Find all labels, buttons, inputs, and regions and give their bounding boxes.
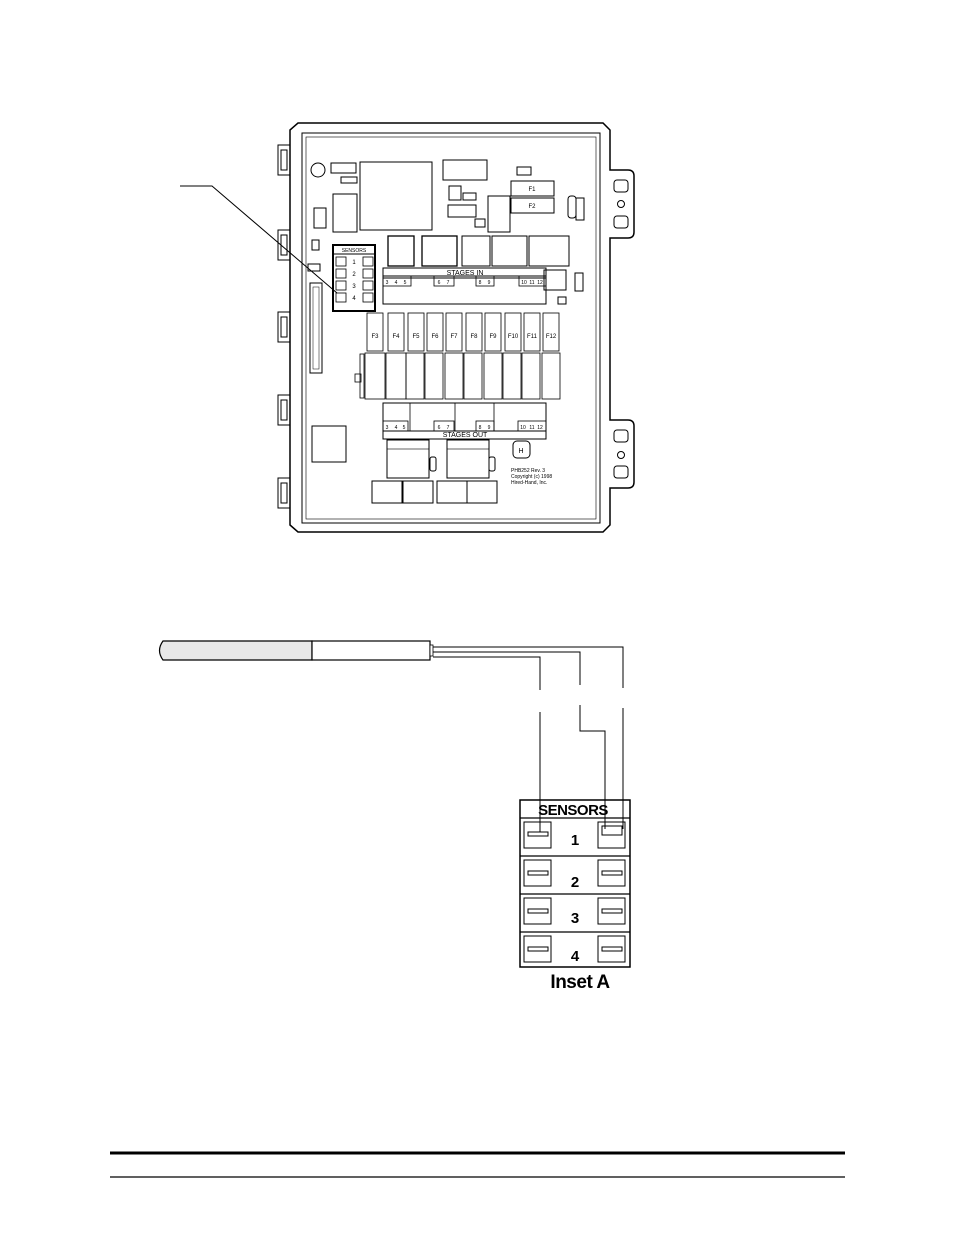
board-labels: SENSORS 1 2 3 4 STAGES IN STAGES OUT F1 …: [342, 187, 557, 486]
fuse-label: F12: [546, 334, 557, 340]
sensor-wires: [433, 646, 624, 832]
copyright-line: PHB252 Rev. 3: [511, 468, 545, 474]
inset-sensors-block: [519, 799, 631, 968]
stage-in-terminal: 8: [479, 280, 482, 286]
probe-tip: [158, 640, 313, 661]
terminal-screw: [597, 897, 626, 925]
terminal-screw: [597, 821, 626, 849]
copyright-line: Hired-Hand, Inc.: [511, 480, 547, 486]
inset-caption: Inset A: [550, 972, 610, 993]
board-sensor-number: 2: [352, 272, 356, 278]
fuse-label: F10: [508, 334, 519, 340]
fuse-label: F4: [392, 334, 400, 340]
board-sensors-block: [332, 244, 376, 312]
stage-out-terminal: 3: [386, 425, 389, 431]
enclosure-outline: [289, 122, 635, 533]
stage-in-terminal: 6: [438, 280, 441, 286]
stage-in-terminal: 5: [404, 280, 407, 286]
stage-out-terminal: 10: [520, 425, 526, 431]
fuse-label: F7: [450, 334, 458, 340]
stage-in-terminal: 4: [395, 280, 398, 286]
stage-out-terminal: 4: [395, 425, 398, 431]
logo-mark: H: [518, 448, 523, 455]
stage-in-terminal: 12: [537, 280, 543, 286]
stages-out-label: STAGES OUT: [443, 432, 488, 439]
copyright-line: Copyright (c) 1998: [511, 474, 552, 480]
fuse-label: F6: [431, 334, 439, 340]
terminal-screw: [597, 859, 626, 887]
terminal-screw: [523, 935, 552, 963]
fuse-label-top: F2: [528, 204, 536, 210]
stage-out-terminal: 9: [488, 425, 491, 431]
stage-in-terminal: 11: [529, 280, 534, 286]
stage-in-terminal: 10: [521, 280, 527, 286]
stage-out-terminal: 8: [479, 425, 482, 431]
stages-in-label: STAGES IN: [447, 270, 484, 277]
stage-out-terminal: 5: [403, 425, 406, 431]
terminal-screw: [523, 897, 552, 925]
relays: [354, 352, 561, 400]
stage-out-terminal: 6: [438, 425, 441, 431]
board-sensors-header: SENSORS: [342, 248, 367, 254]
inset-row-number: 3: [571, 910, 579, 927]
fuse-holders: [366, 312, 560, 352]
stage-out-terminal: 12: [537, 425, 543, 431]
fuse-label: F3: [371, 334, 379, 340]
temperature-probe: [158, 640, 434, 661]
stage-in-terminal: 7: [447, 280, 450, 286]
fuse-label: F8: [470, 334, 478, 340]
leader-line: [180, 185, 338, 294]
inset-row-number: 4: [571, 948, 580, 965]
footer-rules: [110, 1151, 845, 1178]
terminal-screw: [597, 935, 626, 963]
inset-header: SENSORS: [538, 802, 608, 819]
fuse-label-top: F1: [528, 187, 536, 193]
left-mount-tabs: [277, 144, 290, 509]
stage-in-terminal: 3: [386, 280, 389, 286]
enclosure-inner: [301, 132, 601, 524]
terminal-screw: [523, 821, 552, 849]
inset-row-number: 2: [571, 874, 579, 891]
stage-out-terminal: 11: [529, 425, 534, 431]
stage-in-terminal: 9: [488, 280, 491, 286]
inset-row-number: 1: [571, 832, 579, 849]
stage-out-terminal: 7: [447, 425, 450, 431]
fuse-label: F9: [489, 334, 497, 340]
fuse-label: F5: [412, 334, 420, 340]
board-sensor-number: 1: [352, 260, 356, 266]
fuse-label: F11: [527, 334, 538, 340]
control-board: [277, 122, 635, 533]
board-sensor-number: 4: [352, 296, 356, 302]
probe-cable: [311, 640, 431, 661]
board-sensor-number: 3: [352, 284, 356, 290]
terminal-screw: [523, 859, 552, 887]
inset-labels: SENSORS 1 2 3 4 Inset A: [538, 802, 611, 993]
